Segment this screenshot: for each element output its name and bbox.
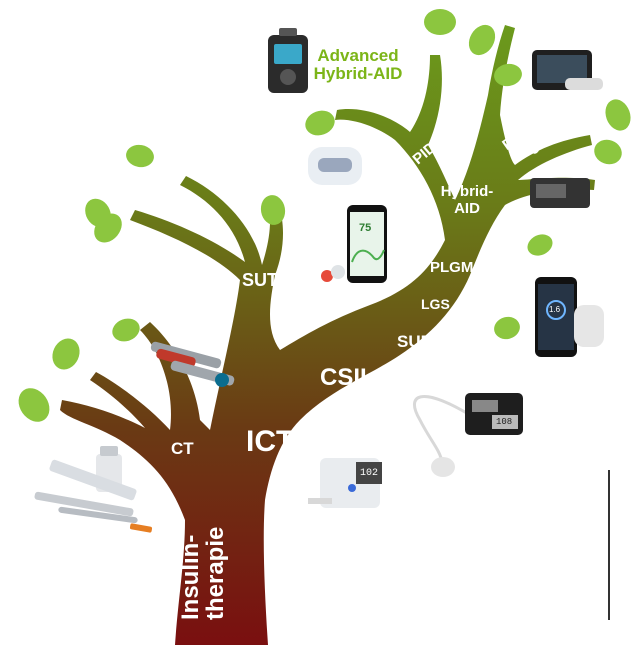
leaf — [305, 110, 335, 136]
trunk-label-insulintherapie: Insulin-therapie — [177, 526, 230, 620]
meter-value: 102 — [360, 468, 379, 479]
insulin-pens — [150, 341, 235, 387]
sensor-dot — [321, 270, 333, 282]
label-ct: CT — [171, 439, 194, 458]
tree-body — [60, 25, 595, 645]
insulin-vial-and-syringes — [34, 446, 153, 533]
leaf — [18, 388, 50, 422]
blood-glucose-meter — [308, 458, 382, 508]
label-csii: CSII — [320, 364, 367, 391]
leaf — [494, 316, 520, 340]
leaf — [52, 338, 80, 370]
label-sut: SUT — [242, 270, 278, 290]
leaf — [605, 99, 631, 131]
leaf — [112, 318, 140, 342]
label-advanced-hybrid-aid: Advanced Hybrid-AID — [313, 46, 403, 83]
insulin-pump-device-top — [268, 28, 308, 93]
label-lgs: LGS — [421, 296, 450, 312]
image-credits-vertical-text — [606, 470, 614, 640]
smartphone-pump-app — [535, 277, 604, 357]
label-sup: SUP — [397, 332, 432, 351]
phone-pump-value: 1.6 — [549, 305, 561, 314]
leaf — [527, 234, 553, 256]
aid-controller-device — [532, 50, 603, 90]
smartphone-cgm-app — [347, 205, 387, 283]
cgm-reader-value: 108 — [496, 417, 513, 427]
label-ict: ICT — [246, 425, 295, 458]
insulin-pump-device-right — [530, 178, 590, 208]
phone-glucose-value: 75 — [359, 222, 372, 234]
label-plgm: PLGM — [430, 259, 474, 276]
leaf — [85, 198, 111, 228]
leaf — [468, 24, 496, 56]
patch-pump-device — [308, 147, 362, 185]
tubed-insulin-pump — [413, 393, 523, 477]
leaf — [424, 9, 456, 35]
sensor-dot-white — [331, 265, 345, 279]
leaves — [18, 9, 631, 422]
leaf — [126, 144, 154, 168]
leaf — [594, 139, 622, 165]
leaf — [494, 63, 522, 87]
label-hybrid-aid: Hybrid-AID — [440, 183, 494, 218]
leaf — [260, 195, 286, 225]
